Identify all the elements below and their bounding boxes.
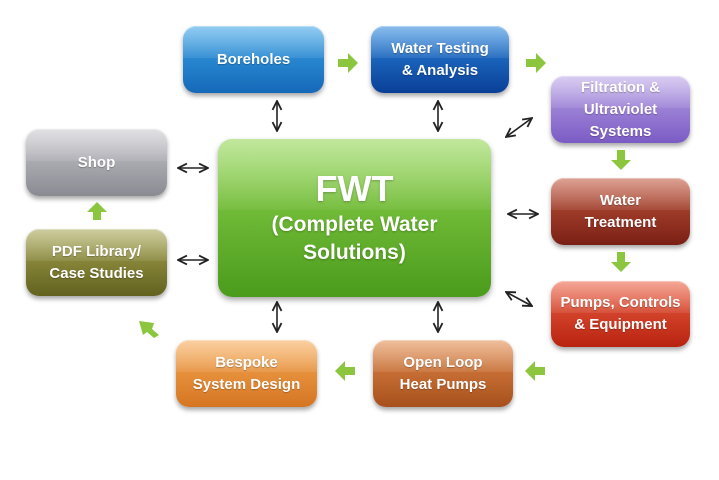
node-pdf-library[interactable]: PDF Library/ Case Studies bbox=[26, 229, 167, 296]
node-heat-pumps-label: Open Loop Heat Pumps bbox=[399, 353, 487, 393]
node-heat-pumps[interactable]: Open Loop Heat Pumps bbox=[373, 340, 513, 407]
node-boreholes-label: Boreholes bbox=[216, 50, 291, 68]
node-shop-label: Shop bbox=[77, 153, 116, 171]
node-pdf-library-label: PDF Library/ Case Studies bbox=[49, 242, 144, 282]
node-water-treatment[interactable]: Water Treatment bbox=[551, 178, 690, 245]
node-pumps-controls[interactable]: Pumps, Controls & Equipment bbox=[551, 281, 690, 347]
flow-arrow-pumps-to-heatpumps bbox=[525, 361, 545, 381]
flow-arrow-testing-to-filtration bbox=[526, 53, 546, 73]
node-water-testing[interactable]: Water Testing & Analysis bbox=[371, 26, 509, 93]
flow-arrow-boreholes-to-testing bbox=[338, 53, 358, 73]
node-bespoke-design[interactable]: Bespoke System Design bbox=[176, 340, 317, 407]
flow-arrow-bespoke-to-library bbox=[139, 321, 159, 338]
node-filtration-label: Filtration & Ultraviolet Systems bbox=[580, 78, 661, 140]
node-pumps-controls-label: Pumps, Controls & Equipment bbox=[560, 294, 681, 333]
center-title: FWT bbox=[315, 168, 394, 209]
flow-arrow-heatpumps-to-bespoke bbox=[335, 361, 355, 381]
link-arrow-filtration bbox=[506, 118, 532, 137]
flow-arrow-treatment-to-pumps bbox=[611, 252, 631, 272]
center-subtitle: (Complete Water Solutions) bbox=[271, 213, 438, 264]
node-bespoke-design-label: Bespoke System Design bbox=[192, 353, 301, 393]
node-filtration[interactable]: Filtration & Ultraviolet Systems bbox=[551, 76, 690, 143]
node-water-treatment-label: Water Treatment bbox=[584, 191, 657, 231]
node-boreholes[interactable]: Boreholes bbox=[183, 26, 324, 93]
center-node-fwt: FWT (Complete Water Solutions) bbox=[218, 139, 491, 297]
link-arrow-pumps bbox=[506, 292, 532, 306]
node-water-testing-label: Water Testing & Analysis bbox=[391, 39, 489, 79]
flow-arrow-library-to-shop bbox=[87, 202, 107, 220]
node-shop[interactable]: Shop bbox=[26, 129, 167, 196]
flow-arrow-filtration-to-treatment bbox=[611, 150, 631, 170]
